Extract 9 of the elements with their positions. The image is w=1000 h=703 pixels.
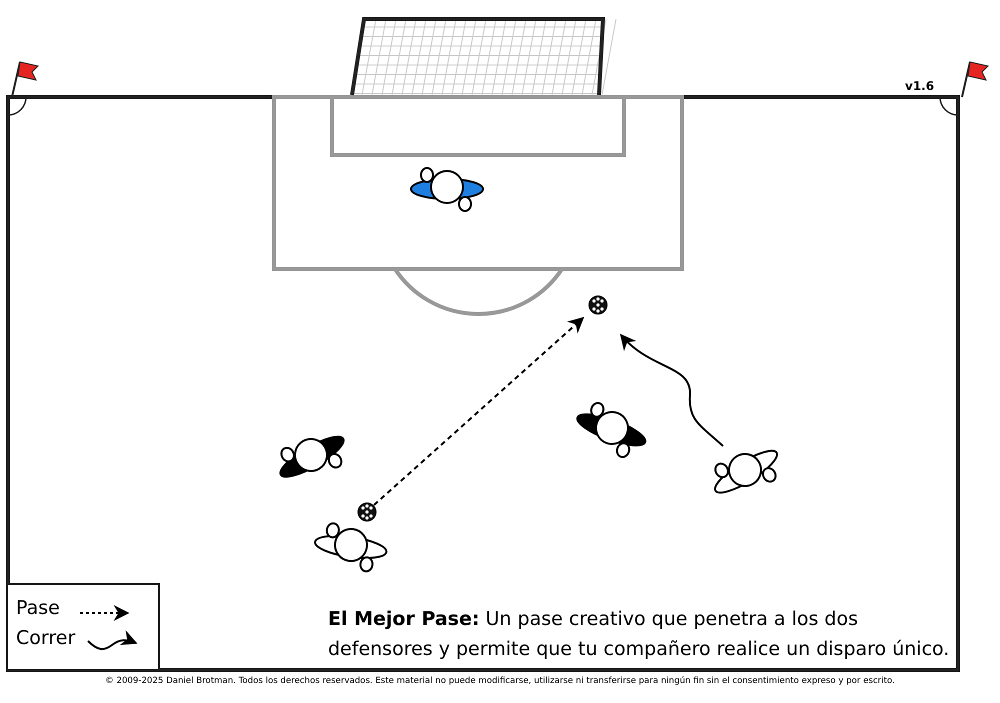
legend-label: Correr [16, 627, 76, 649]
run-arrow [620, 334, 724, 447]
ball-icon [587, 294, 609, 316]
description-text: El Mejor Pase: Un pase creativo que penetra a los dos defensores y permite que tu compañero realice un disparo único. [328, 607, 950, 662]
copyright-notice: © 2009-2025 Daniel Brotman. Todos los derechos reservados. Este material no puede modificarse, utilizarse ni transferirse para ningún fin sin el consentimiento expreso y por escrito. [104, 676, 896, 686]
ball-icon [356, 501, 378, 523]
legend-label: Pase [16, 597, 60, 619]
pass-arrow [373, 316, 584, 506]
version-label: v1.6 [905, 79, 934, 93]
